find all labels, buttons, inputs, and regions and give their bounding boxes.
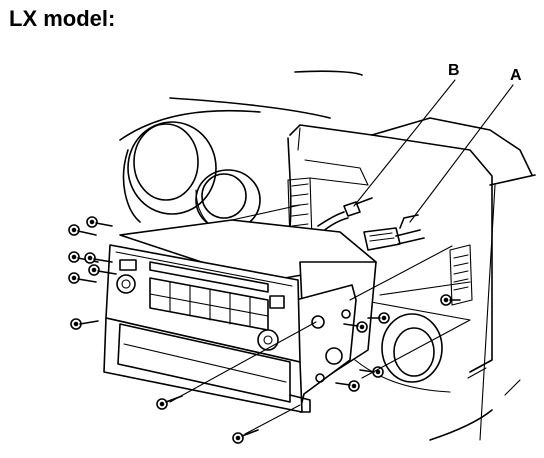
leader-b <box>353 79 456 207</box>
bolt-icon <box>359 366 384 378</box>
bracket-hole-large <box>325 347 343 365</box>
antenna-lead-b <box>317 197 373 233</box>
tuning-knob <box>257 329 279 351</box>
storage-pocket <box>117 323 291 403</box>
callout-label-b: B <box>448 62 460 79</box>
preset-button <box>119 259 137 271</box>
mounting-bolts-left <box>68 216 117 330</box>
air-vent-right <box>381 244 473 383</box>
eject-button <box>269 295 285 309</box>
bolt-icon <box>232 429 259 444</box>
bolt-icon <box>68 224 97 236</box>
bolt-icon <box>88 264 117 276</box>
bolt-icon <box>440 294 461 306</box>
bracket-hole <box>315 373 325 383</box>
connector-a <box>363 214 425 251</box>
instrument-gauges <box>122 121 261 231</box>
bolt-icon <box>335 380 360 392</box>
bracket-hole <box>341 309 351 319</box>
page-title: LX model: <box>9 6 116 31</box>
mounting-bolts-right <box>156 294 461 444</box>
bracket-hole <box>311 315 325 329</box>
cd-slot <box>149 261 269 293</box>
audio-unit <box>103 219 377 413</box>
bolt-icon <box>84 252 113 264</box>
bolt-icon <box>86 216 113 228</box>
bolt-icon <box>70 318 99 330</box>
bolt-icon <box>367 312 390 324</box>
dashboard <box>119 70 536 441</box>
callout-leaders <box>353 79 514 223</box>
leader-a <box>409 84 514 223</box>
volume-knob <box>116 274 136 294</box>
bolt-icon <box>343 321 368 333</box>
callout-label-a: A <box>510 67 522 84</box>
alignment-lines <box>169 204 471 435</box>
bolt-icon <box>68 272 97 284</box>
